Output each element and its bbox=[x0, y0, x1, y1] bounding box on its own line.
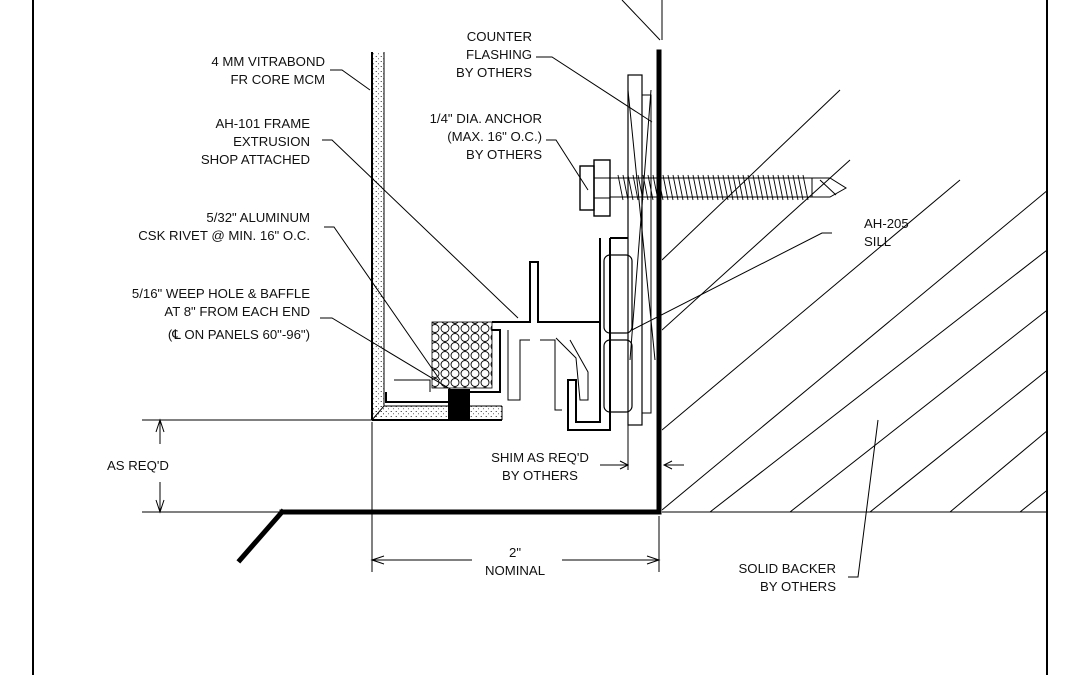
label-shim-1: SHIM AS REQ'D bbox=[491, 450, 589, 465]
thread-mark bbox=[797, 174, 804, 201]
sheet-border bbox=[32, 0, 1048, 675]
label-frame-2: EXTRUSION bbox=[233, 134, 310, 149]
counter-flashing bbox=[236, 49, 662, 564]
thread-mark bbox=[767, 174, 774, 201]
label-counter-flashing-1: COUNTER bbox=[467, 29, 532, 44]
label-anchor-2: (MAX. 16" O.C.) bbox=[447, 129, 542, 144]
thread-mark bbox=[777, 174, 784, 201]
thread-mark bbox=[657, 174, 664, 201]
thread-mark bbox=[787, 174, 794, 201]
thread-mark bbox=[622, 174, 629, 201]
label-anchor-1: 1/4" DIA. ANCHOR bbox=[430, 111, 542, 126]
thread-mark bbox=[747, 174, 754, 201]
thread-mark bbox=[647, 174, 654, 201]
thread-mark bbox=[722, 174, 729, 201]
thread-mark bbox=[632, 174, 639, 201]
label-backer-2: BY OTHERS bbox=[760, 579, 836, 594]
thread-mark bbox=[742, 174, 749, 201]
labels: COUNTER FLASHING BY OTHERS 4 MM VITRABON… bbox=[107, 29, 909, 594]
label-shim-2: BY OTHERS bbox=[502, 468, 578, 483]
thread-mark bbox=[732, 174, 739, 201]
thread-mark bbox=[702, 174, 709, 201]
thread-mark bbox=[662, 174, 669, 201]
anchor-threads bbox=[617, 174, 809, 201]
label-anchor-3: BY OTHERS bbox=[466, 147, 542, 162]
label-rivet-1: 5/32" ALUMINUM bbox=[206, 210, 310, 225]
thread-mark bbox=[667, 174, 674, 201]
thread-mark bbox=[692, 174, 699, 201]
anchor-screw bbox=[579, 159, 847, 217]
label-frame-3: SHOP ATTACHED bbox=[201, 152, 310, 167]
thread-mark bbox=[652, 174, 659, 201]
label-mcm-2: FR CORE MCM bbox=[230, 72, 325, 87]
thread-mark bbox=[682, 174, 689, 201]
label-mcm-1: 4 MM VITRABOND bbox=[211, 54, 325, 69]
frame-extrusion bbox=[385, 261, 600, 411]
label-as-reqd: AS REQ'D bbox=[107, 458, 169, 473]
thread-mark bbox=[687, 174, 694, 201]
thread-mark bbox=[737, 174, 744, 201]
label-frame-1: AH-101 FRAME bbox=[215, 116, 310, 131]
thread-mark bbox=[617, 174, 624, 201]
thread-mark bbox=[727, 174, 734, 201]
label-weep-3: (℄ ON PANELS 60"-96") bbox=[168, 327, 310, 342]
label-weep-2: AT 8" FROM EACH END bbox=[164, 304, 310, 319]
label-counter-flashing-3: BY OTHERS bbox=[456, 65, 532, 80]
thread-mark bbox=[712, 174, 719, 201]
solid-backer-hatch bbox=[662, 89, 1047, 512]
label-sill-2: SILL bbox=[864, 234, 891, 249]
leader-lines bbox=[320, 0, 879, 578]
thread-mark bbox=[677, 174, 684, 201]
dim-shim bbox=[600, 425, 684, 470]
label-sill-1: AH-205 bbox=[864, 216, 909, 231]
thread-mark bbox=[782, 174, 789, 201]
dim-nominal bbox=[370, 422, 661, 572]
thread-mark bbox=[642, 174, 649, 201]
thread-mark bbox=[772, 174, 779, 201]
dim-as-reqd bbox=[142, 418, 372, 514]
thread-mark bbox=[717, 174, 724, 201]
label-weep-1: 5/16" WEEP HOLE & BAFFLE bbox=[132, 286, 310, 301]
thread-mark bbox=[627, 174, 634, 201]
label-nominal-2: NOMINAL bbox=[485, 563, 545, 578]
label-rivet-2: CSK RIVET @ MIN. 16" O.C. bbox=[138, 228, 310, 243]
label-counter-flashing-2: FLASHING bbox=[466, 47, 532, 62]
shim-stack bbox=[627, 74, 656, 426]
thread-mark bbox=[707, 174, 714, 201]
thread-mark bbox=[757, 174, 764, 201]
thread-mark bbox=[752, 174, 759, 201]
thread-mark bbox=[637, 174, 644, 201]
honeycomb-baffle bbox=[431, 321, 493, 389]
thread-mark bbox=[697, 174, 704, 201]
thread-mark bbox=[672, 174, 679, 201]
thread-mark bbox=[792, 174, 799, 201]
thread-mark bbox=[802, 174, 809, 201]
label-backer-1: SOLID BACKER bbox=[739, 561, 836, 576]
weep-hole-block bbox=[448, 389, 470, 419]
sill-extrusion bbox=[567, 237, 633, 431]
label-nominal-1: 2" bbox=[509, 545, 521, 560]
thread-mark bbox=[762, 174, 769, 201]
